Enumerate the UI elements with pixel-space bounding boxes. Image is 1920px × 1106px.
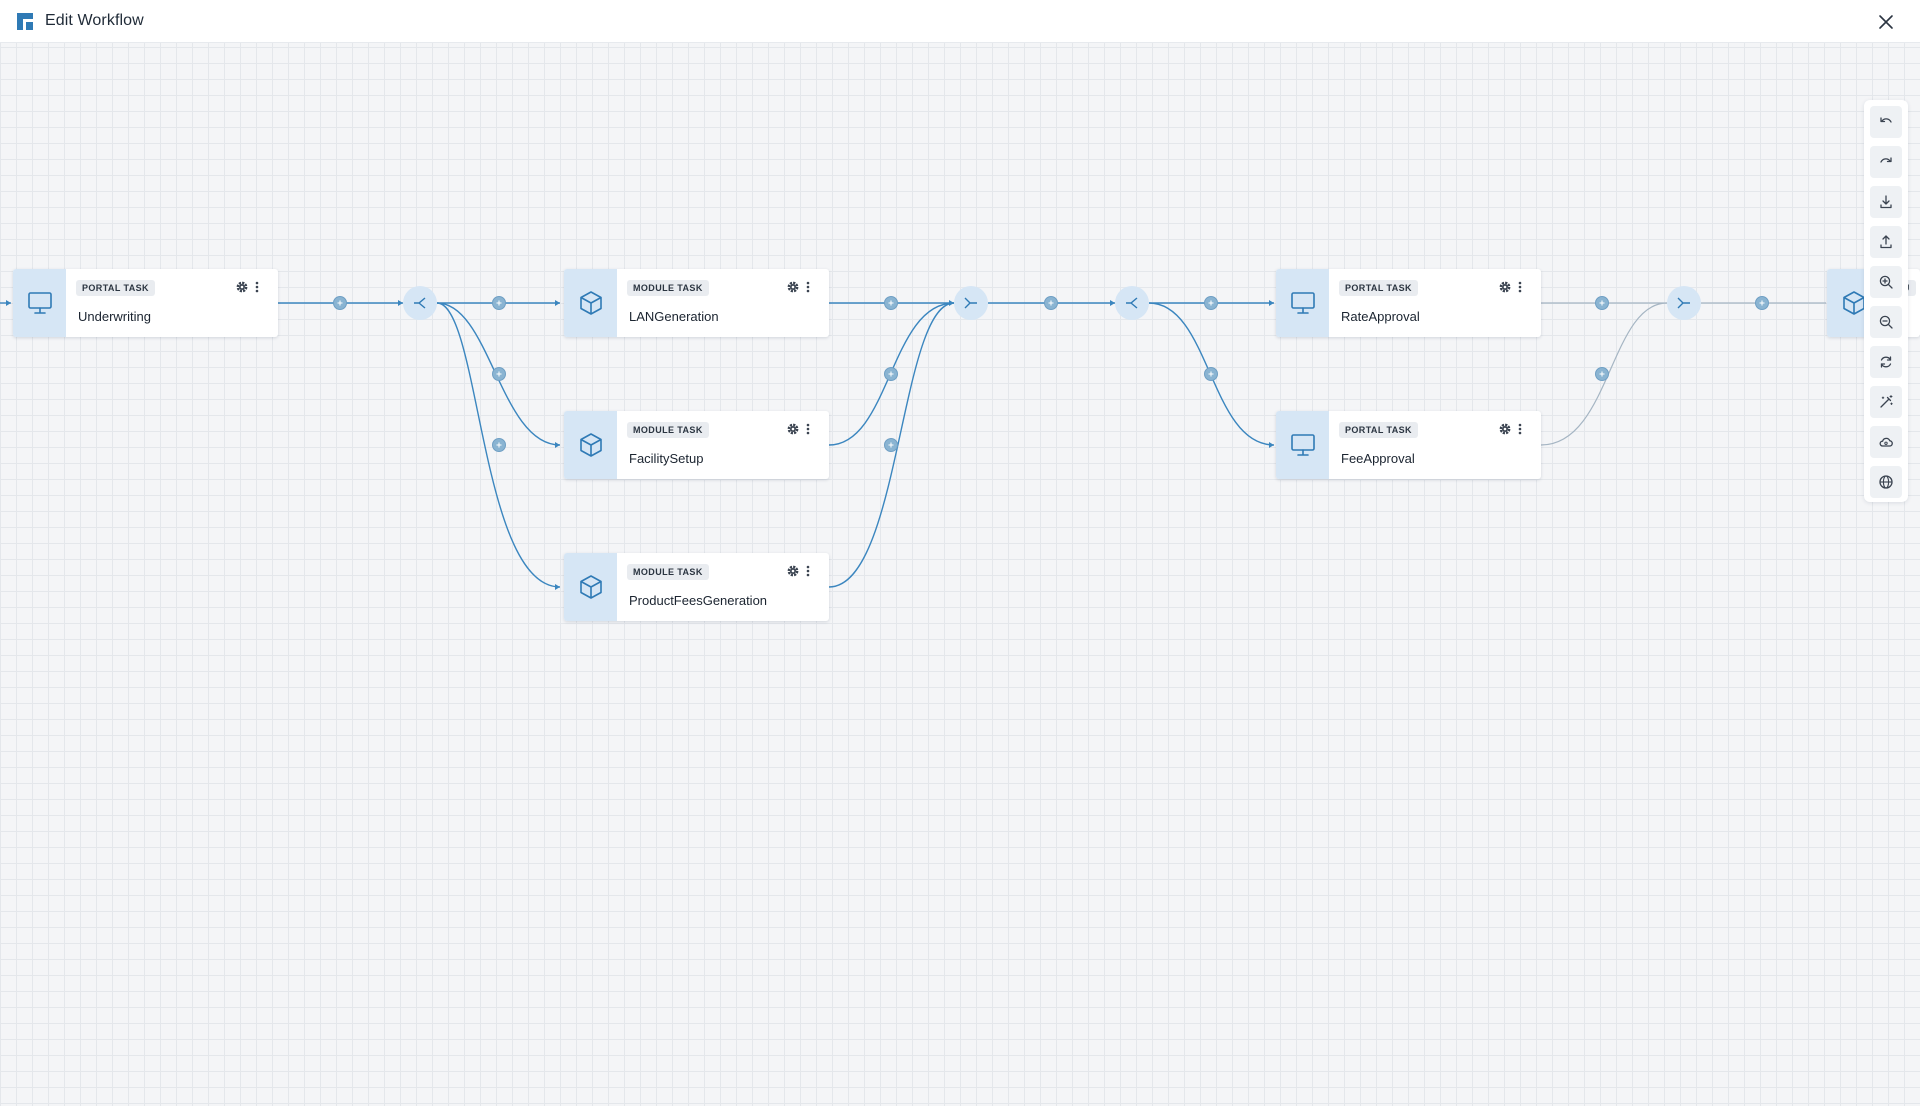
redo-button[interactable] [1870,146,1902,178]
globe-button[interactable] [1870,466,1902,498]
cube-icon [579,433,602,457]
fork-icon [1126,297,1138,309]
fork-icon [414,297,426,309]
node-name: Underwriting [78,309,151,324]
add-step-button [884,367,898,381]
zoom-in-icon [1879,275,1893,289]
add-step-button [1595,296,1609,310]
header-bar: Edit Workflow [0,0,1920,43]
monitor-icon [1290,434,1315,456]
node-type-badge: MODULE TASK [627,422,709,438]
gateway-split[interactable] [403,286,437,320]
redo-icon [1880,157,1892,163]
add-step-button [884,296,898,310]
close-icon[interactable] [1874,10,1898,34]
edge [436,302,561,588]
add-step-button [1204,296,1218,310]
upload-button[interactable] [1870,226,1902,258]
undo-button[interactable] [1870,106,1902,138]
cloud-button[interactable] [1870,426,1902,458]
add-step-button [492,367,506,381]
zoom-in-button[interactable] [1870,266,1902,298]
auto-layout-button[interactable] [1870,386,1902,418]
more-vertical-icon[interactable] [254,280,260,294]
gateway-merge[interactable] [1667,286,1701,320]
more-vertical-icon[interactable] [805,280,811,294]
more-vertical-icon[interactable] [805,422,811,436]
gear-icon[interactable] [235,280,249,294]
merge-icon [1677,297,1690,309]
page-title: Edit Workflow [45,12,144,29]
add-step-button [492,296,506,310]
gear-icon[interactable] [1498,280,1512,294]
node-type-badge: MODULE TASK [627,564,709,580]
refresh-icon [1880,356,1892,368]
gateway-split[interactable] [1115,286,1149,320]
cloud-icon [1879,437,1893,447]
workflow-node-productfeesgeneration[interactable]: MODULE TASK ProductFeesGeneration [564,553,829,621]
gear-icon[interactable] [786,564,800,578]
node-type-badge: PORTAL TASK [76,280,155,296]
monitor-icon [27,292,52,314]
download-icon [1880,195,1892,209]
zoom-out-button[interactable] [1870,306,1902,338]
globe-icon [1879,475,1893,489]
more-vertical-icon[interactable] [805,564,811,578]
zoom-out-icon [1879,315,1893,329]
add-step-button [1755,296,1769,310]
node-name: RateApproval [1341,309,1420,324]
canvas-toolbar [1864,100,1908,502]
node-type-badge: PORTAL TASK [1339,280,1418,296]
undo-icon [1880,117,1892,123]
workflow-node-facilitysetup[interactable]: MODULE TASK FacilitySetup [564,411,829,479]
add-step-button [333,296,347,310]
node-name: FeeApproval [1341,451,1415,466]
monitor-icon [1290,292,1315,314]
refresh-button[interactable] [1870,346,1902,378]
gateway-merge[interactable] [954,286,988,320]
more-vertical-icon[interactable] [1517,280,1523,294]
add-step-button [1595,367,1609,381]
workflow-node-underwriting[interactable]: PORTAL TASK Underwriting [13,269,278,337]
workflow-canvas[interactable]: PORTAL TASK Underwriting MODULE TASK LAN… [0,43,1920,1106]
add-step-button [1044,296,1058,310]
node-name: FacilitySetup [629,451,704,466]
gear-icon[interactable] [786,280,800,294]
cube-icon [1842,291,1865,315]
magic-wand-icon [1880,395,1893,408]
add-step-button [492,438,506,452]
edge-layer [0,286,1826,590]
workflow-node-feeapproval[interactable]: PORTAL TASK FeeApproval [1276,411,1541,479]
node-name: LANGeneration [629,309,719,324]
workflow-node-langeneration[interactable]: MODULE TASK LANGeneration [564,269,829,337]
add-step-button [884,438,898,452]
node-type-badge: MODULE TASK [627,280,709,296]
cube-icon [579,291,602,315]
merge-icon [964,297,977,309]
brand-logo-icon [17,13,33,30]
upload-icon [1880,235,1892,249]
workflow-node-rateapproval[interactable]: PORTAL TASK RateApproval [1276,269,1541,337]
cube-icon [579,575,602,599]
gear-icon[interactable] [786,422,800,436]
node-type-badge: PORTAL TASK [1339,422,1418,438]
more-vertical-icon[interactable] [1517,422,1523,436]
gear-icon[interactable] [1498,422,1512,436]
add-step-button [1204,367,1218,381]
download-button[interactable] [1870,186,1902,218]
node-name: ProductFeesGeneration [629,593,768,608]
